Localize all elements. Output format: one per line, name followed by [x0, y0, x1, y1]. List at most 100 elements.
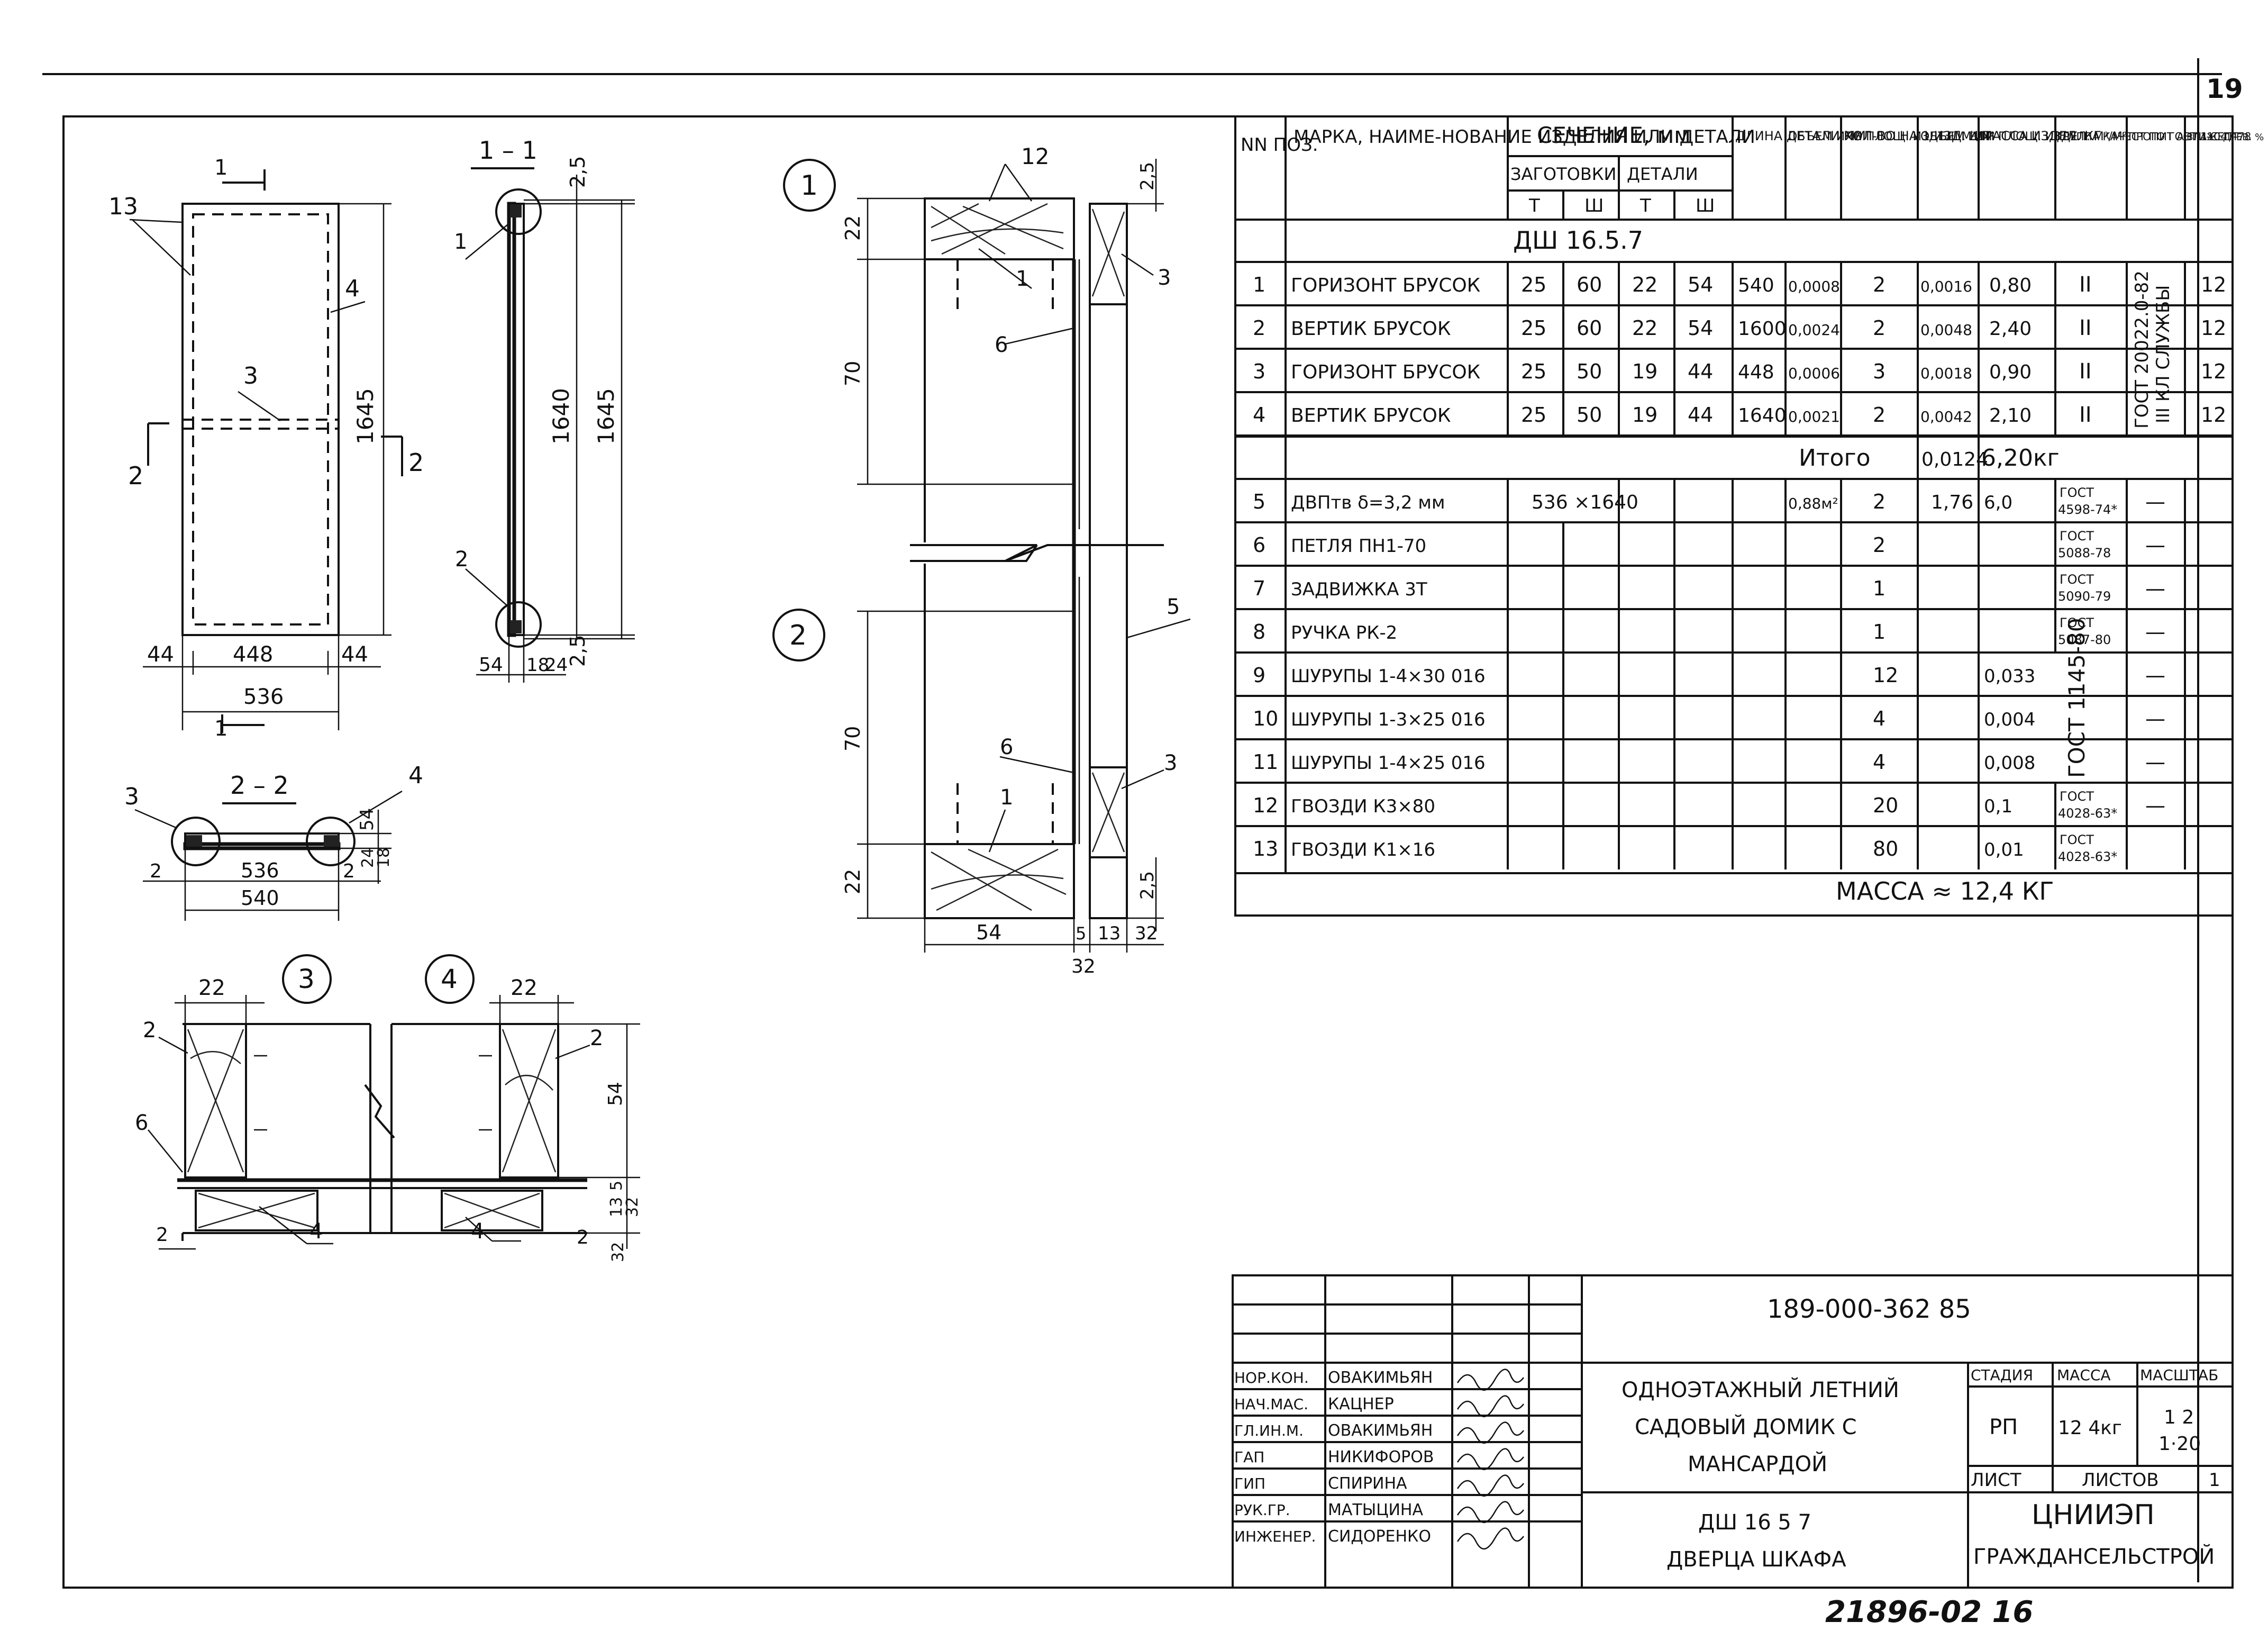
- callout-2-right: 2: [590, 1026, 603, 1050]
- row-num: 6: [1253, 533, 1265, 557]
- row-t1: 25: [1521, 273, 1546, 296]
- callout-6: 6: [135, 1111, 148, 1135]
- signatory-role: ИНЖЕНЕР.: [1234, 1528, 1316, 1545]
- scale-label: МАСШТАБ: [2140, 1366, 2218, 1384]
- header-impreg: ПРОПИТ АНТИ-СЕПТ.: [2128, 130, 2242, 143]
- dim-22-right: 22: [511, 976, 538, 1000]
- signature-icon: [1456, 1501, 1524, 1523]
- row-mass: 0,01: [1984, 839, 2024, 860]
- dim-32-node4-b: 32: [609, 1242, 627, 1262]
- row-num: 13: [1253, 837, 1278, 860]
- signatory-role: НОР.КОН.: [1234, 1369, 1309, 1387]
- signatory-name: СИДОРЕНКО: [1328, 1527, 1431, 1546]
- callout-1-bottom: 1: [1000, 785, 1013, 810]
- dim-448: 448: [233, 642, 273, 667]
- row-mass: 2,10: [1989, 405, 2032, 427]
- signatory-name: ОВАКИМЬЯН: [1328, 1369, 1433, 1387]
- row-vol-total: 0,0016: [1920, 278, 1972, 295]
- row-qty: 80: [1873, 837, 1898, 860]
- row-gost-number: 4028-63*: [2058, 806, 2117, 821]
- row-mass: 0,80: [1989, 275, 2032, 296]
- row-moisture: 12: [2201, 403, 2226, 427]
- signatory-name: КАЦНЕР: [1328, 1395, 1394, 1413]
- callout-1-top: 1: [1016, 267, 1029, 291]
- dim-24: 24: [545, 655, 568, 676]
- service-class: III КЛ СЛУЖБЫ: [2153, 285, 2174, 423]
- row-length: 1640: [1738, 405, 1787, 427]
- row-num: 11: [1253, 750, 1278, 774]
- row-vol-one: 0,0021: [1788, 408, 1840, 425]
- dim-2-5-bottom: 2,5: [1137, 871, 1158, 900]
- row-group: II: [2079, 359, 2092, 384]
- header-t2: Т: [1639, 195, 1651, 216]
- dim-18: 18: [526, 655, 549, 676]
- row-moisture: 12: [2201, 316, 2226, 340]
- dim-32: 32: [1135, 923, 1158, 944]
- callout-4-left: 4: [309, 1219, 323, 1244]
- row-name: ЗАДВИЖКА 3Т: [1291, 579, 1427, 600]
- callout-6-top: 6: [995, 333, 1008, 357]
- row-w2: 54: [1688, 316, 1713, 340]
- row-num: 5: [1253, 490, 1265, 513]
- group-title: ДШ 16.5.7: [1513, 226, 1643, 255]
- dim-18-vertical: 18: [375, 848, 393, 868]
- header-section: СЕЧЕНИЕ, мм: [1537, 122, 1691, 148]
- row-t1: 25: [1521, 316, 1546, 340]
- signatory-role: РУК.ГР.: [1234, 1501, 1290, 1519]
- callout-6-bottom: 6: [1000, 735, 1013, 759]
- row-qty: 20: [1873, 794, 1898, 817]
- row-gost-number: 4028-63*: [2058, 849, 2117, 864]
- callout-3: 3: [243, 363, 258, 389]
- page-number: 19: [2206, 74, 2243, 104]
- header-detail: ДЕТАЛИ: [1627, 164, 1698, 184]
- stage-label: СТАДИЯ: [1971, 1366, 2033, 1384]
- sheet-title: ДВЕРЦА ШКАФА: [1666, 1547, 1846, 1572]
- header-qty: КОЛ-ВО НА 1 ИЗД. ШТ.: [1844, 129, 1995, 143]
- signatory-role: ГИП: [1234, 1475, 1265, 1492]
- signature-icon: [1456, 1448, 1524, 1470]
- header-w2: Ш: [1696, 195, 1715, 216]
- section-2-2: 2 – 2 3 4 2 536 2 540 54 24 18: [124, 762, 423, 921]
- dim-1640: 1640: [548, 388, 574, 445]
- row-impreg-dash: —: [2145, 533, 2165, 557]
- callout-3: 3: [124, 783, 139, 810]
- node-2-label: 2: [789, 620, 807, 651]
- node-1-2-detail: 1 2: [772, 143, 1191, 977]
- signatory-role: ГАП: [1234, 1448, 1264, 1466]
- scale-value-2: 1·20: [2158, 1433, 2201, 1455]
- row-t2: 19: [1632, 403, 1657, 427]
- row-impreg-dash: —: [2145, 620, 2165, 644]
- header-num: NN ПОЗ.: [1241, 134, 1318, 156]
- gost-screws: ГОСТ 1145-80: [2064, 618, 2090, 778]
- row-impreg-dash: —: [2145, 707, 2165, 730]
- archive-number: 21896-02 16: [1825, 1595, 2033, 1629]
- dim-2-right: 2: [343, 860, 355, 882]
- dim-5-node4: 5: [607, 1181, 626, 1191]
- row-num: 2: [1253, 316, 1265, 340]
- mass-total: МАССА ≈ 12,4 КГ: [1836, 877, 2054, 905]
- row-vol-one: 0,0008: [1788, 278, 1840, 295]
- row-vol-total: 1,76: [1931, 492, 1973, 513]
- signature-icon: [1456, 1421, 1524, 1444]
- dim-536: 536: [241, 859, 279, 882]
- signature-icon: [1456, 1527, 1524, 1550]
- row-qty: 1: [1873, 577, 1886, 600]
- row-t1: 25: [1521, 403, 1546, 427]
- row-num: 12: [1253, 794, 1278, 817]
- total-mass: 6,20кг: [1981, 445, 2060, 472]
- row-t1: 25: [1521, 360, 1546, 383]
- header-t1: Т: [1528, 195, 1540, 216]
- row-gost-label: ГОСТ: [2060, 529, 2094, 543]
- project-line-1: ОДНОЭТАЖНЫЙ ЛЕТНИЙ: [1622, 1377, 1899, 1402]
- row-t2: 22: [1632, 273, 1657, 296]
- section-mark-left: 2: [128, 461, 143, 490]
- dim-54: 54: [479, 654, 503, 676]
- callout-4: 4: [345, 275, 360, 302]
- section-mark-right: 2: [408, 448, 424, 477]
- signatory-name: МАТЫЦИНА: [1328, 1501, 1423, 1519]
- signature-icon: [1456, 1395, 1524, 1417]
- dim-2-bottom-left: 2: [156, 1224, 168, 1246]
- row-group: II: [2079, 273, 2092, 297]
